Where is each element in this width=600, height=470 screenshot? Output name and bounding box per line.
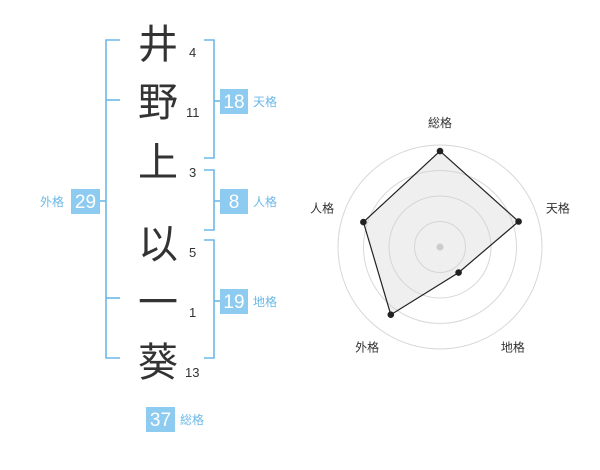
radar-point-2 bbox=[515, 218, 522, 225]
soukaku-badge: 37 総格 bbox=[146, 407, 204, 432]
name-char-6: 葵 bbox=[138, 340, 178, 386]
jinkaku-badge-box bbox=[220, 189, 248, 214]
radar-label-soukaku: 総格 bbox=[428, 115, 452, 130]
radar-label-gaikaku: 外格 bbox=[355, 339, 379, 354]
radar-chart: 総格 天格 地格 外格 人格 bbox=[310, 115, 570, 354]
radar-label-chikaku: 地格 bbox=[501, 339, 525, 354]
radar-label-jinkaku: 人格 bbox=[310, 201, 334, 216]
chikaku-value: 19 bbox=[223, 292, 244, 313]
tenkaku-value: 18 bbox=[223, 92, 244, 113]
jinkaku-label: 人格 bbox=[253, 194, 277, 209]
name-char-4: 以 bbox=[138, 222, 178, 268]
soukaku-badge-box bbox=[146, 407, 175, 432]
chikaku-label: 地格 bbox=[253, 294, 277, 309]
gaikaku-badge: 外格 29 bbox=[40, 189, 100, 214]
jinkaku-value: 8 bbox=[229, 192, 240, 213]
name-char-2: 野 bbox=[138, 80, 178, 126]
chikaku-bracket bbox=[204, 239, 215, 359]
gaikaku-label: 外格 bbox=[40, 194, 64, 209]
jinkaku-badge: 8 人格 bbox=[220, 189, 277, 214]
stroke-count-2: 11 bbox=[186, 105, 200, 120]
radar-center-dot bbox=[436, 243, 444, 251]
chikaku-badge: 19 地格 bbox=[220, 289, 277, 314]
radar-axis-labels: 総格 天格 地格 外格 人格 bbox=[310, 115, 570, 354]
tenkaku-badge: 18 天格 bbox=[220, 89, 277, 114]
stroke-count-1: 4 bbox=[189, 45, 196, 60]
radar-ring-2 bbox=[388, 195, 492, 299]
radar-point-5 bbox=[360, 218, 367, 226]
gaikaku-value: 29 bbox=[75, 192, 96, 213]
radar-rings bbox=[337, 144, 543, 350]
chikaku-badge-box bbox=[220, 289, 248, 314]
radar-ring-1 bbox=[414, 221, 466, 273]
stroke-count-4: 5 bbox=[189, 245, 196, 260]
jinkaku-bracket bbox=[204, 169, 215, 231]
stroke-count-6: 13 bbox=[185, 365, 199, 380]
gaikaku-badge-box bbox=[71, 189, 100, 214]
name-characters: 井 野 上 以 一 葵 4 11 3 5 1 13 bbox=[138, 22, 200, 386]
tenkaku-label: 天格 bbox=[253, 94, 277, 109]
radar-label-tenkaku: 天格 bbox=[546, 201, 570, 216]
stroke-count-3: 3 bbox=[189, 165, 196, 180]
name-char-5: 一 bbox=[138, 280, 178, 326]
tenkaku-badge-box bbox=[220, 89, 248, 114]
radar-point-1 bbox=[436, 147, 444, 155]
name-char-3: 上 bbox=[138, 140, 178, 186]
radar-point-3 bbox=[455, 269, 462, 276]
name-char-1: 井 bbox=[138, 22, 178, 68]
gaikaku-bracket bbox=[105, 39, 120, 359]
radar-ring-4 bbox=[337, 144, 543, 350]
radar-point-4 bbox=[387, 311, 395, 319]
radar-ring-3 bbox=[363, 170, 517, 324]
radar-points bbox=[360, 147, 522, 319]
soukaku-label: 総格 bbox=[180, 412, 204, 427]
stroke-count-5: 1 bbox=[189, 305, 196, 320]
tenkaku-bracket bbox=[204, 39, 215, 159]
radar-area bbox=[362, 150, 520, 316]
soukaku-value: 37 bbox=[150, 410, 171, 431]
